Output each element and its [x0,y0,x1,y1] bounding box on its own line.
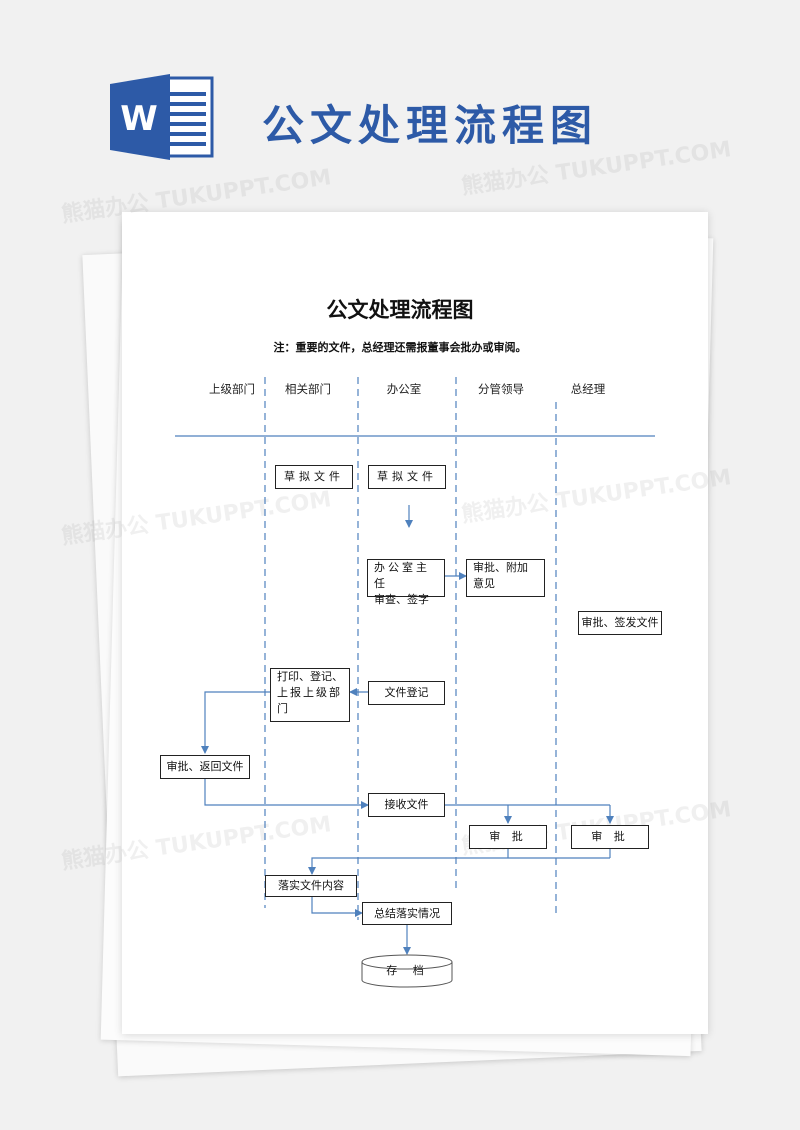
swimlane-dividers [264,377,557,920]
box-leader-approve: 审 批 [469,825,547,849]
box-draft-related-dept: 草拟文件 [275,465,353,489]
column-header-office: 办公室 [386,382,422,396]
arrow-print-to-superior [201,691,270,754]
archive-label: 存 档 [386,964,430,977]
box-receive-file: 接收文件 [368,793,445,817]
logo-letter: W [120,99,158,139]
box-line: 审查、签字 [374,592,429,606]
column-header-superior: 上级部门 [209,382,255,396]
word-logo-icon: W [110,74,214,160]
arrow-approvals-to-implement [308,857,610,875]
archive-cylinder [361,954,453,988]
arrow-superior-to-receive [204,779,369,809]
document-title: 公文处理流程图 [326,298,474,322]
document-note: 注：重要的文件，总经理还需报董事会批办或审阅。 [273,341,527,354]
box-line: 办公室主任 [374,561,430,590]
box-leader-review: 审批、附加 意见 [466,559,545,597]
box-file-register: 文件登记 [368,681,445,705]
column-header-related-dept: 相关部门 [285,382,331,396]
box-superior-approve: 审批、返回文件 [160,755,250,779]
box-line: 上报上级部 [277,685,342,699]
box-line: 审批、附加 [473,561,528,574]
box-draft-office: 草拟文件 [368,465,446,489]
box-gm-sign: 审批、签发文件 [578,611,662,635]
box-line: 意见 [473,576,495,590]
box-print-register: 打印、登记、 上报上级部 门 [270,668,350,722]
banner-title: 公文处理流程图 [262,101,599,150]
arrow-implement-to-summary [311,896,363,917]
box-implement: 落实文件内容 [265,875,357,897]
banner: W 公文处理流程图 [0,0,800,200]
box-line: 打印、登记、 [277,670,343,683]
box-line: 门 [277,701,288,715]
box-summary: 总结落实情况 [362,902,452,925]
column-header-general-manager: 总经理 [570,382,606,396]
column-header-division-leader: 分管领导 [478,382,524,396]
box-office-director-review: 办公室主任 审查、签字 [367,559,445,606]
box-gm-approve: 审 批 [571,825,649,849]
